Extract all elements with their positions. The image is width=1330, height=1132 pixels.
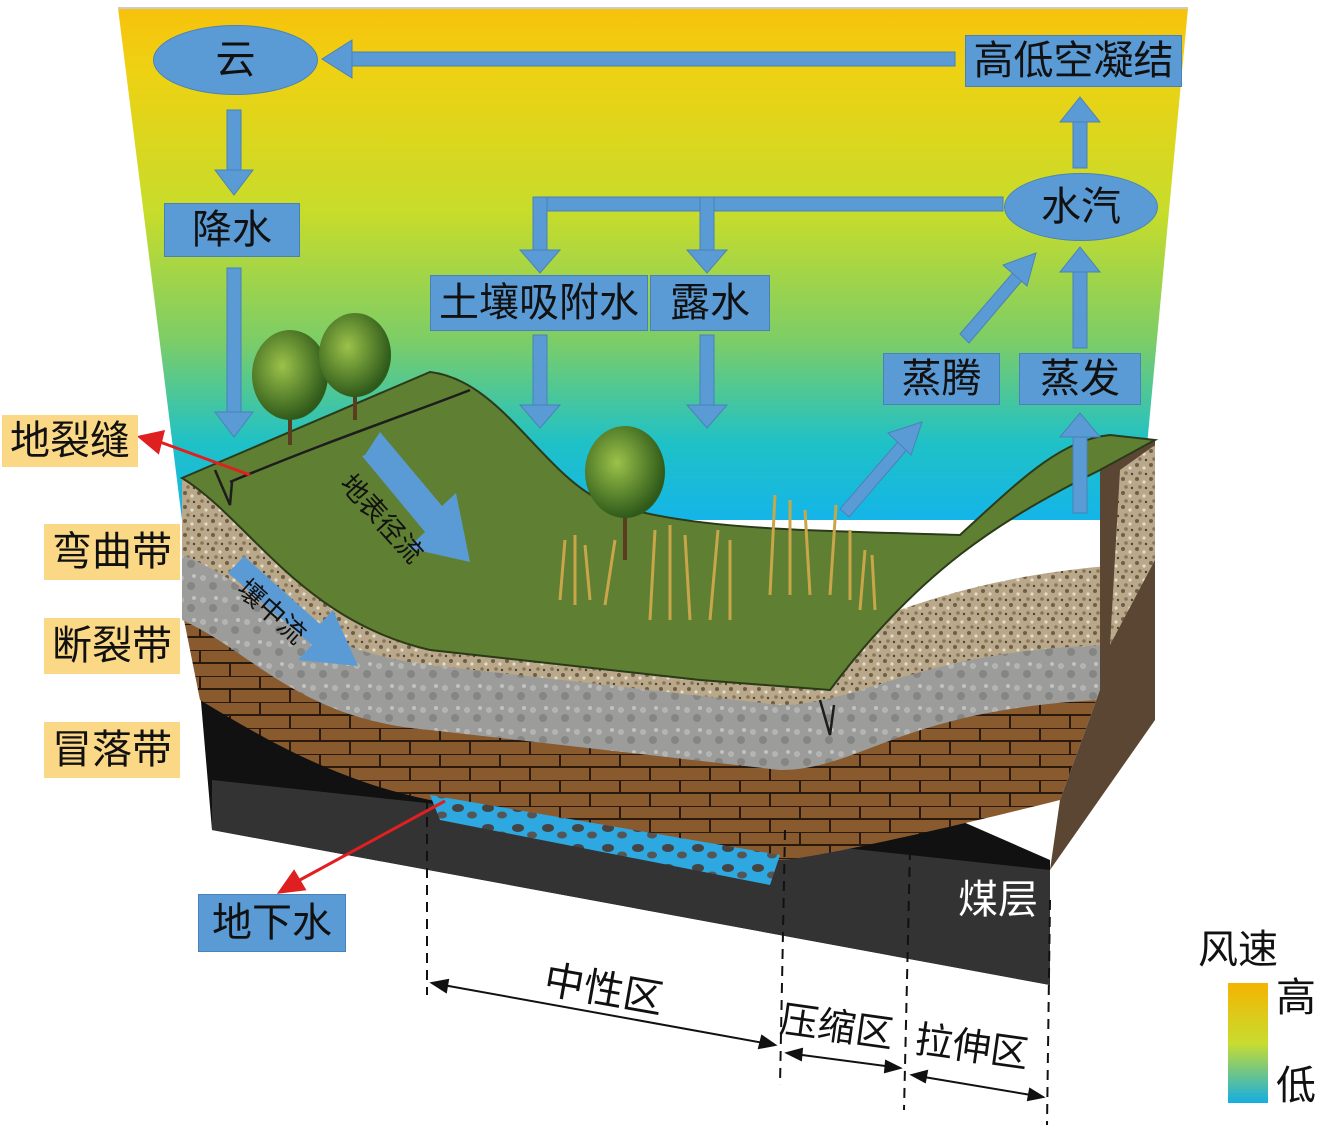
bending-zone-label: 弯曲带	[44, 524, 180, 580]
water-cycle-arrows	[213, 39, 1102, 514]
cloud-node: 云	[153, 25, 318, 95]
dew-node: 露水	[650, 275, 770, 331]
coal-seam-label: 煤层	[958, 877, 1038, 923]
surface-runoff-arrow	[362, 432, 470, 562]
zone-span-arrows	[429, 978, 1046, 1102]
cloud-label: 云	[215, 37, 256, 83]
zone-dividers	[426, 800, 1051, 1126]
caving-zone-label: 冒落带	[44, 722, 180, 778]
groundwater-node: 地下水	[198, 894, 346, 952]
pointer-arrows	[136, 430, 446, 894]
ground-fissure-label: 地裂缝	[2, 415, 138, 467]
vapor-node: 水汽	[1004, 173, 1158, 241]
fracture-zone-label: 断裂带	[44, 618, 180, 674]
trees-icon	[252, 313, 665, 560]
transpiration-arrows	[839, 252, 1037, 518]
precipitation-node: 降水	[164, 203, 300, 257]
fissure-crack-icon	[213, 388, 836, 736]
transpiration-node: 蒸腾	[883, 353, 1000, 405]
soil-water-node: 土壤吸附水	[430, 275, 648, 331]
vapor-label: 水汽	[1041, 184, 1121, 230]
legend-high-label: 高	[1276, 975, 1316, 1021]
evaporation-node: 蒸发	[1019, 353, 1141, 405]
condensation-node: 高低空凝结	[965, 35, 1182, 87]
groundwater-layer	[430, 795, 780, 885]
interflow-arrow	[228, 556, 358, 666]
legend-title: 风速	[1198, 927, 1278, 973]
legend-low-label: 低	[1276, 1063, 1316, 1109]
grass-icon	[558, 494, 877, 621]
legend-gradient-bar	[1228, 983, 1268, 1103]
